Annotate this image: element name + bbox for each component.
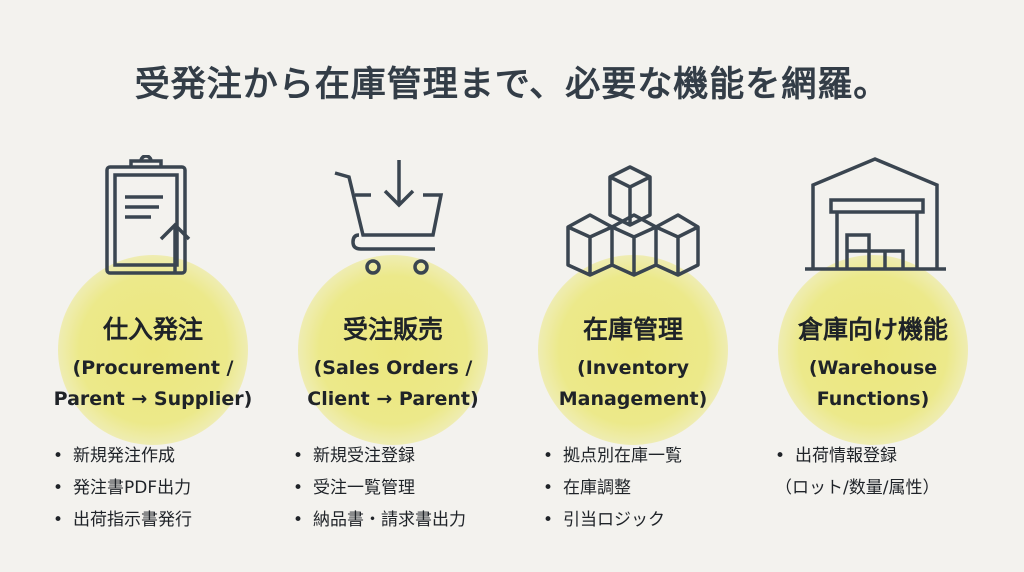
list-item: 受注一覧管理	[293, 472, 533, 504]
highlight-circle	[58, 255, 248, 445]
list-item: 新規発注作成	[53, 440, 293, 472]
list-item: 拠点別在庫一覧	[543, 440, 783, 472]
feature-english: (Inventory Management)	[493, 353, 773, 415]
feature-list: 新規受注登録 受注一覧管理 納品書・請求書出力	[293, 440, 533, 536]
warehouse-icon	[803, 155, 948, 280]
feature-english: (Warehouse Functions)	[733, 353, 1013, 415]
english-line: (Sales Orders /	[313, 357, 473, 379]
english-line: Management)	[558, 388, 708, 410]
english-line: Client → Parent)	[307, 388, 479, 410]
list-item-continuation: （ロット/数量/属性）	[775, 478, 940, 498]
list-item: 出荷情報登録	[775, 440, 1015, 472]
list-item: 在庫調整	[543, 472, 783, 504]
highlight-circle	[538, 255, 728, 445]
cart-download-icon	[333, 155, 453, 280]
highlight-circle	[298, 255, 488, 445]
list-item: 引当ロジック	[543, 504, 783, 536]
feature-english: (Sales Orders / Client → Parent)	[253, 353, 533, 415]
list-item: 出荷指示書発行	[53, 504, 293, 536]
feature-english: (Procurement / Parent → Supplier)	[13, 353, 293, 415]
stacked-boxes-icon	[558, 155, 708, 280]
highlight-circle	[778, 255, 968, 445]
feature-heading: 在庫管理	[582, 315, 683, 344]
english-line: Functions)	[816, 388, 930, 410]
feature-heading: 受注販売	[342, 315, 443, 344]
feature-warehouse: 倉庫向け機能 (Warehouse Functions) 出荷情報登録 （ロット…	[753, 150, 993, 550]
feature-list: 出荷情報登録 （ロット/数量/属性）	[775, 440, 1015, 504]
list-item: 納品書・請求書出力	[293, 504, 533, 536]
english-line: (Inventory	[577, 357, 689, 379]
english-line: (Warehouse	[808, 357, 938, 379]
feature-heading: 倉庫向け機能	[797, 315, 948, 344]
feature-sales-orders: 受注販売 (Sales Orders / Client → Parent) 新規…	[273, 150, 513, 550]
clipboard-upload-icon	[93, 154, 213, 280]
feature-procurement: 仕入発注 (Procurement / Parent → Supplier) 新…	[33, 150, 273, 550]
english-line: (Procurement /	[72, 357, 234, 379]
feature-inventory: 在庫管理 (Inventory Management) 拠点別在庫一覧 在庫調整…	[513, 150, 753, 550]
english-line: Parent → Supplier)	[53, 388, 253, 410]
page-title: 受発注から在庫管理まで、必要な機能を網羅。	[134, 65, 890, 105]
feature-list: 新規発注作成 発注書PDF出力 出荷指示書発行	[53, 440, 293, 536]
feature-heading: 仕入発注	[102, 315, 203, 344]
feature-list: 拠点別在庫一覧 在庫調整 引当ロジック	[543, 440, 783, 536]
list-item: 新規受注登録	[293, 440, 533, 472]
list-item: 発注書PDF出力	[53, 472, 293, 504]
